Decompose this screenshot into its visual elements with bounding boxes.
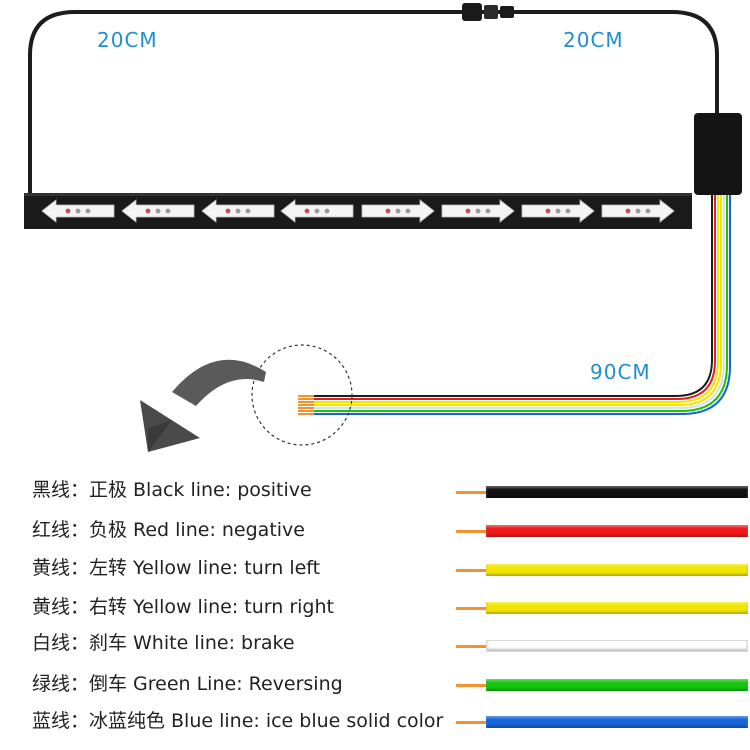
output-wire-bundle [300,195,731,415]
wire-swatch-yellow-left [486,564,748,576]
legend-cn: 白线：刹车 [32,632,128,654]
led-chip [155,208,161,214]
led-chip [324,208,330,214]
led-chip [314,208,320,214]
wire-swatch-blue [486,716,748,728]
led-arrows [41,199,675,223]
wire-lead [456,491,488,494]
wire-lead [456,645,488,648]
wire-swatch-black [486,486,748,498]
led-chip [405,208,411,214]
led-chip [545,208,551,214]
led-chip [625,208,631,214]
led-chip [165,208,171,214]
led-chip [235,208,241,214]
led-chip [85,208,91,214]
legend-cn: 蓝线：冰蓝纯色 [32,710,166,732]
length-label-output: 90CM [590,360,651,384]
wire-swatch-white [486,640,748,652]
curved-arrow-icon [140,359,266,452]
led-chip [75,208,81,214]
wire-lead [456,569,488,572]
legend-en: Blue line: ice blue solid color [171,710,444,732]
legend-en: Yellow line: turn left [133,557,321,579]
legend-cn: 黑线：正极 [32,479,128,501]
led-chip [465,208,471,214]
wiring-diagram [24,3,742,452]
legend-en: Black line: positive [133,479,312,501]
legend-en: Yellow line: turn right [133,596,334,618]
legend-cn: 绿线：倒车 [32,673,128,695]
top-cable [28,10,719,195]
led-chip [395,208,401,214]
led-chip [555,208,561,214]
led-chip [145,208,151,214]
wire-swatch-yellow-right [486,602,748,614]
led-chip [65,208,71,214]
led-chip [385,208,391,214]
magnifier-circle [251,344,353,446]
wire-swatch-green [486,679,748,691]
legend-en: Green Line: Reversing [133,673,343,695]
wire-swatch-red [486,525,748,537]
wire-lead [456,607,488,610]
legend-cn: 黄线：右转 [32,596,128,618]
led-chip [645,208,651,214]
led-chip [245,208,251,214]
cable-connector [462,3,514,21]
wire-lead [456,721,488,724]
controller-box [694,113,742,195]
legend-en: White line: brake [133,632,295,654]
legend-en: Red line: negative [133,519,305,541]
length-label-right: 20CM [563,28,624,52]
led-chip [304,208,310,214]
led-chip [225,208,231,214]
led-chip [635,208,641,214]
wire-tips [298,395,314,415]
length-label-left: 20CM [97,28,158,52]
legend-cn: 红线：负极 [32,519,128,541]
led-chip [485,208,491,214]
led-chip [475,208,481,214]
wire-lead [456,530,488,533]
led-chip [565,208,571,214]
wire-lead [456,684,488,687]
legend-cn: 黄线：左转 [32,557,128,579]
